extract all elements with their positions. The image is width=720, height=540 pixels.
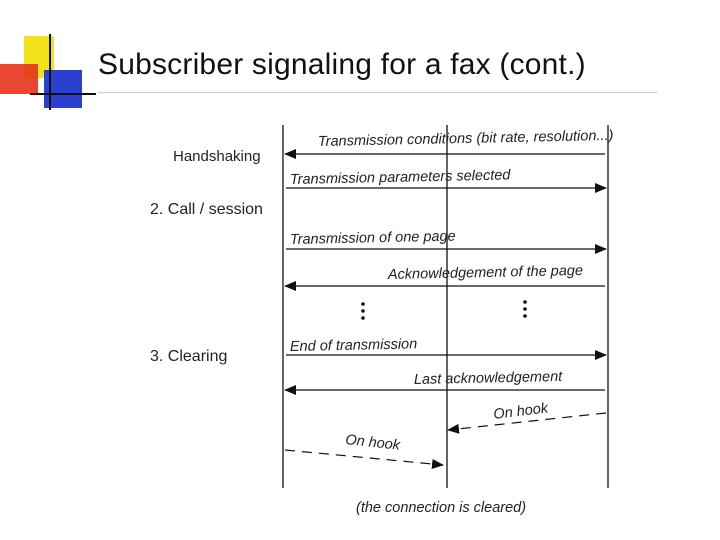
message-label-1: Transmission conditions (bit rate, resol… — [318, 128, 614, 150]
message-arrow-7 — [447, 412, 607, 434]
message-label-5: End of transmission — [290, 336, 418, 355]
connection-cleared-note: (the connection is cleared) — [356, 500, 526, 516]
side-label-handshaking: Handshaking — [173, 148, 261, 165]
side-label-clearing: 3. Clearing — [150, 348, 227, 365]
message-label-2: Transmission parameters selected — [290, 167, 512, 188]
logo-red-square — [0, 64, 38, 94]
slide-title: Subscriber signaling for a fax (cont.) — [98, 48, 586, 81]
message-arrow-8 — [284, 449, 444, 469]
slide-logo — [0, 34, 96, 110]
side-label-call-session: 2. Call / session — [150, 201, 263, 218]
title-underline — [98, 92, 658, 93]
message-label-3: Transmission of one page — [290, 229, 456, 248]
continuation-dots-left — [361, 302, 365, 320]
continuation-dots-right — [523, 300, 527, 318]
message-label-8: On hook — [345, 432, 402, 454]
message-label-4: Acknowledgement of the page — [387, 263, 583, 283]
message-label-7: On hook — [493, 400, 550, 423]
message-label-6: Last acknowledgement — [414, 369, 564, 388]
